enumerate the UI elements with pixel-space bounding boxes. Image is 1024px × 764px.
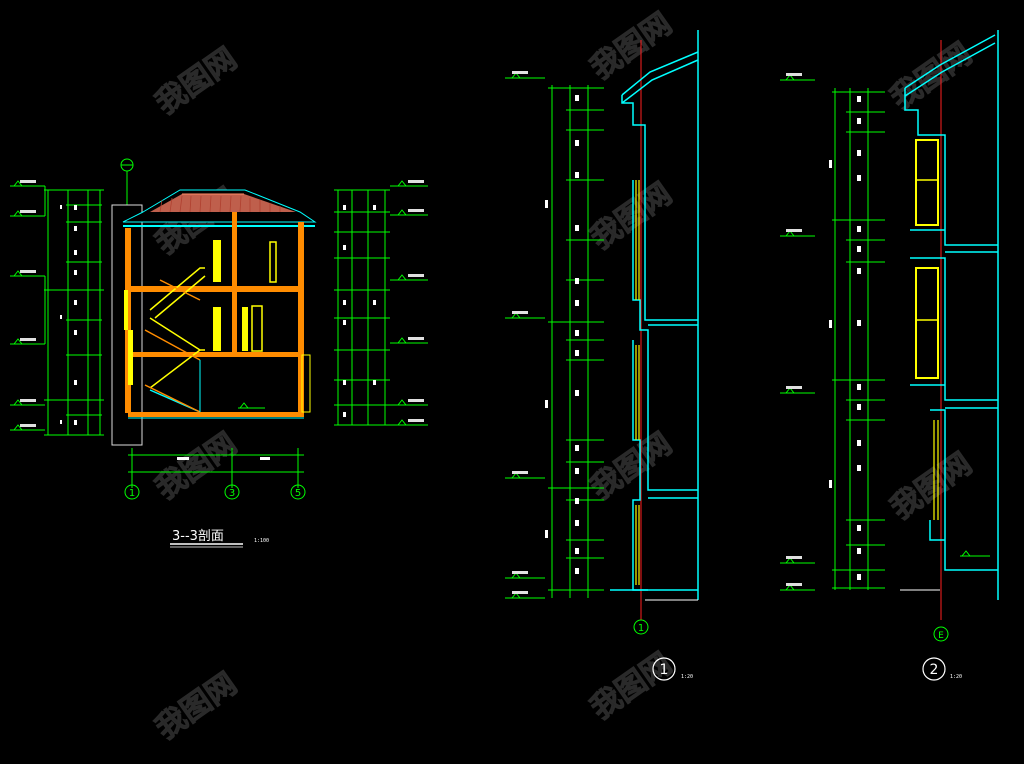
section-floors xyxy=(128,286,304,419)
axis-marker-top xyxy=(120,158,134,205)
watermark: 我图网 xyxy=(150,666,244,746)
section-title: 3--3剖面 xyxy=(172,529,224,544)
svg-text:E: E xyxy=(938,631,944,641)
detail-1-window xyxy=(635,180,640,585)
detail-1-dimension-chain xyxy=(548,85,604,598)
bottom-dimension-line xyxy=(128,448,304,488)
detail-2-level-markers xyxy=(780,74,815,591)
detail-2-number: 2 xyxy=(930,662,939,678)
left-dimension-chain xyxy=(44,189,104,436)
detail-1-caption: 1 1:20 xyxy=(652,657,693,681)
right-dimension-ticks xyxy=(343,205,376,417)
roof xyxy=(122,189,317,227)
axis-bubble-1: 1 xyxy=(124,484,140,500)
watermark: 我图网 xyxy=(150,41,244,121)
detail-1-wall xyxy=(610,30,699,601)
party-wall xyxy=(111,204,143,446)
detail-1-scale: 1:20 xyxy=(681,674,693,680)
section-openings xyxy=(128,240,311,413)
watermark: 我图网 xyxy=(885,446,979,526)
ground-marker xyxy=(238,402,265,409)
detail-2-caption: 2 1:20 xyxy=(922,657,962,681)
right-level-markers xyxy=(390,180,428,426)
detail-1-number: 1 xyxy=(660,662,669,678)
detail-2-window xyxy=(915,139,939,520)
section-3-3-drawing: 1 3 5 3--3剖面 1:100 xyxy=(10,158,428,548)
detail-2-ground-marker xyxy=(960,550,990,557)
detail-2-axis-bubble: E xyxy=(933,626,949,642)
axis-bubble-3: 3 xyxy=(224,484,240,500)
svg-text:3: 3 xyxy=(229,488,235,499)
svg-text:1: 1 xyxy=(638,623,644,634)
svg-text:5: 5 xyxy=(295,488,301,499)
svg-text:1: 1 xyxy=(129,488,135,499)
left-dimension-ticks xyxy=(60,205,77,425)
detail-1-level-markers xyxy=(505,72,545,599)
section-scale: 1:100 xyxy=(254,538,269,544)
detail-2-dimension-chain xyxy=(832,88,885,590)
right-dimension-chain xyxy=(334,189,390,426)
detail-1-drawing: 1 1 1:20 xyxy=(505,30,699,681)
section-walls xyxy=(124,212,304,417)
detail-2-scale: 1:20 xyxy=(950,674,962,680)
watermark-layer: 我图网 我图网 我图网 我图网 我图网 我图网 我图网 我图网 我图网 我图网 xyxy=(149,5,980,747)
left-level-markers xyxy=(10,180,46,431)
detail-2-drawing: E 2 1:20 xyxy=(780,30,999,681)
watermark: 我图网 xyxy=(585,426,679,506)
watermark: 我图网 xyxy=(885,36,979,116)
detail-2-wall xyxy=(900,30,999,600)
level-text xyxy=(20,180,424,427)
section-stairs xyxy=(144,267,206,413)
axis-bubble-5: 5 xyxy=(290,484,306,500)
watermark: 我图网 xyxy=(585,176,679,256)
detail-1-axis-bubble: 1 xyxy=(633,619,649,635)
bottom-dimension-text xyxy=(177,457,270,460)
